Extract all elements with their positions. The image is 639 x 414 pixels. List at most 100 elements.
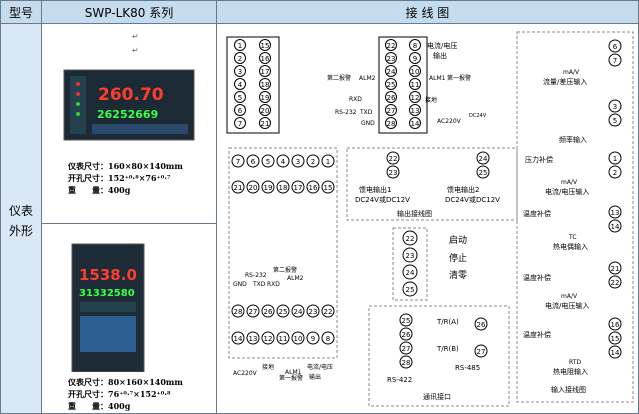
in-iv2: 电流/电压输入	[545, 301, 589, 310]
in-2-148-terminal	[608, 165, 622, 179]
b1-r2-8-terminal	[409, 39, 421, 51]
meter2-key-3	[80, 334, 108, 352]
b2-label-rxd: RXD	[267, 281, 280, 288]
header-model-text: 型号	[8, 5, 33, 20]
comm-r-27-number: 27	[477, 348, 486, 356]
header-wiring-text: 接 线 图	[405, 5, 450, 20]
spec-size-2: 仪表尺寸：80×160×140mm	[68, 377, 183, 387]
b2-row2-20-terminal	[246, 180, 260, 194]
in-mav2: mA/V	[561, 293, 578, 300]
b1-r2-13-terminal	[409, 104, 421, 116]
in-7-36-terminal	[608, 53, 622, 67]
b2-top-6-terminal	[246, 154, 260, 168]
b2-bot-alm1: 第一报警	[279, 374, 303, 382]
header-wiring: 接 线 图	[216, 0, 639, 24]
in-14-202-terminal	[608, 219, 622, 233]
comm-r-26-terminal	[474, 317, 488, 331]
b2-row3-22-terminal	[321, 304, 335, 318]
b2-row2-17-number: 17	[294, 184, 303, 192]
b1-r1-27-number: 27	[387, 107, 396, 115]
b2-row2-18-number: 18	[279, 184, 288, 192]
tra-label: T/R(A)	[436, 318, 459, 326]
in-press-unit: mA/V	[561, 179, 578, 186]
comm-l-26-number: 26	[402, 331, 411, 339]
meter-button-strip	[92, 124, 188, 134]
b1-r2-8-number: 8	[413, 42, 417, 50]
b1-left-6-number: 6	[238, 107, 243, 115]
b2-row3-24-terminal	[291, 304, 305, 318]
b2-bot-output: 输出	[309, 373, 321, 381]
in-5-96-terminal	[608, 113, 622, 127]
in-tc-comp: 温度补偿	[523, 209, 551, 218]
in-15-314-number: 15	[611, 335, 620, 343]
in-press: 压力补偿	[525, 155, 553, 164]
led-2	[76, 92, 80, 96]
in-rtd2: 热电阻输入	[553, 367, 588, 376]
feed1-23-terminal	[386, 165, 400, 179]
label-alm1-code: ALM1	[429, 75, 446, 82]
panel-vertical: 1538.0 31332580 仪表尺寸：80×160×140mm 开孔尺寸：7…	[41, 223, 217, 414]
b2-row2-15-number: 15	[324, 184, 333, 192]
b2-row3-27-number: 27	[249, 308, 258, 316]
switch-23-terminal	[402, 247, 418, 263]
side-column: 仪表 外形	[0, 23, 42, 414]
in-5-96-number: 5	[613, 117, 617, 125]
b2-top-1-number: 1	[326, 158, 330, 166]
b1-r1-27-terminal	[385, 104, 397, 116]
label-ac: AC220V	[437, 118, 462, 125]
b2-row2-19-terminal	[261, 180, 275, 194]
b2-row4-13-terminal	[246, 331, 260, 345]
meter2-key-1	[80, 316, 108, 334]
meter-vertical-image: 1538.0 31332580	[71, 243, 145, 372]
b2-top-2-number: 2	[311, 158, 315, 166]
switch-reset: 清零	[449, 269, 467, 281]
feed2-24-number: 24	[479, 155, 488, 163]
b1-mid-15-terminal	[259, 39, 271, 51]
b2-row3-25-terminal	[276, 304, 290, 318]
b2-top-4-number: 4	[281, 158, 286, 166]
b2-bot-alm1code: ALM1	[285, 369, 302, 376]
b1-mid-18-terminal	[259, 78, 271, 90]
b2-row4-12-terminal	[261, 331, 275, 345]
meter2-led-row	[80, 302, 136, 312]
b2-label-txd: TXD	[252, 281, 266, 288]
b1-left-5-number: 5	[238, 94, 242, 102]
b2-row2-21-terminal	[231, 180, 245, 194]
b1-mid-17-number: 17	[261, 68, 270, 76]
b2-row4-10-number: 10	[294, 335, 303, 343]
b1-mid-16-terminal	[259, 52, 271, 64]
comm-l-26-terminal	[399, 327, 413, 341]
comm-frame	[368, 305, 510, 407]
in-14-328-terminal	[608, 345, 622, 359]
b2-top-5-terminal	[261, 154, 275, 168]
in-14-328-number: 14	[611, 349, 620, 357]
label-alm2-code: ALM2	[359, 75, 376, 82]
comm-title: 通讯接口	[423, 392, 451, 401]
led-1	[76, 82, 80, 86]
comm-l-27-number: 27	[402, 345, 411, 353]
b2-row3-28-terminal	[231, 304, 245, 318]
in-13-188-number: 13	[611, 209, 620, 217]
feed2-label: 馈电输出2	[447, 185, 479, 194]
rs422-label: RS-422	[387, 376, 412, 384]
b1-mid-21-number: 21	[261, 120, 270, 128]
in-13-188-terminal	[608, 205, 622, 219]
b1-r1-22-number: 22	[387, 42, 396, 50]
label-alm2: 第二报警	[327, 74, 351, 82]
in-6-22-terminal	[608, 39, 622, 53]
b1-left-2-terminal	[234, 52, 246, 64]
header-series-text: SWP-LK80 系列	[84, 5, 174, 20]
display-bottom-2: 31332580	[79, 288, 135, 299]
in-16-300-terminal	[608, 317, 622, 331]
feed2-25-terminal	[476, 165, 490, 179]
b2-bot-ac: AC220V	[233, 370, 258, 377]
meter2-key-2	[108, 316, 136, 334]
b1-r1-23-terminal	[385, 52, 397, 64]
in-press2: 电流/电压输入	[545, 187, 589, 196]
label-rxd: RXD	[349, 96, 362, 103]
b2-label-gnd: GND	[233, 281, 247, 288]
in-3-82-terminal	[608, 99, 622, 113]
b2-row4-9-number: 9	[311, 335, 315, 343]
